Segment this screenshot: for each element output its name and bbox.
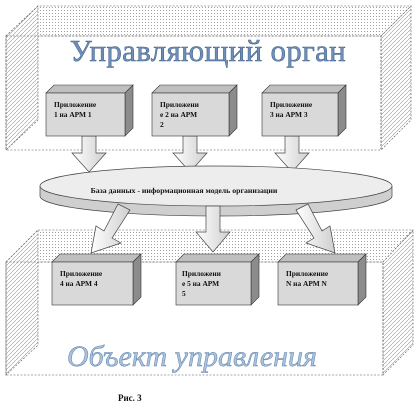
app-1-label-line2: 1 на АРМ 1	[54, 110, 92, 119]
arrow-diag-4	[90, 203, 131, 254]
app-5-label-line2: е 5 на АРМ	[182, 279, 219, 288]
arrows-to-database	[71, 135, 310, 173]
figure-caption: Рис. 3	[118, 393, 142, 403]
database-label: База данных - информационная модель орга…	[91, 186, 278, 195]
control-organ-frame	[5, 5, 412, 151]
app-2-label-line1: Приложени	[160, 100, 200, 109]
app-box-1: Приложение 1 на АРМ 1	[45, 84, 134, 137]
app-1-label-line1: Приложение	[54, 100, 97, 109]
app-box-4: Приложение 4 на АРМ 4	[51, 253, 142, 306]
app-4-label-line2: 4 на АРМ 4	[60, 279, 98, 288]
app-box-2: Приложени е 2 на АРМ 2	[151, 84, 238, 137]
arrow-down-2	[172, 135, 208, 173]
app-3-label-line2: 3 на АРМ 3	[270, 110, 308, 119]
app-2-label-line3: 2	[160, 120, 164, 129]
app-n-label-line1: Приложение	[286, 269, 329, 278]
app-box-5: Приложени е 5 на АРМ 5	[175, 253, 260, 306]
app-3-label-line1: Приложение	[270, 100, 313, 109]
arrow-down-3	[274, 135, 310, 173]
arrow-diag-6	[295, 203, 336, 254]
arrow-down-1	[71, 135, 107, 173]
control-organ-title: Управляющий орган	[70, 33, 346, 68]
app-2-label-line2: е 2 на АРМ	[160, 110, 197, 119]
app-4-label-line1: Приложение	[60, 269, 103, 278]
app-box-n: Приложение N на АРМ N	[277, 253, 367, 306]
arrows-to-object	[90, 203, 336, 254]
arrow-down-5	[195, 205, 231, 253]
app-5-label-line3: 5	[182, 289, 186, 298]
app-5-label-line1: Приложени	[182, 269, 222, 278]
app-box-3: Приложение 3 на АРМ 3	[261, 84, 347, 137]
control-object-title: Объект управления	[67, 340, 317, 373]
app-n-label-line2: N на АРМ N	[286, 279, 328, 288]
